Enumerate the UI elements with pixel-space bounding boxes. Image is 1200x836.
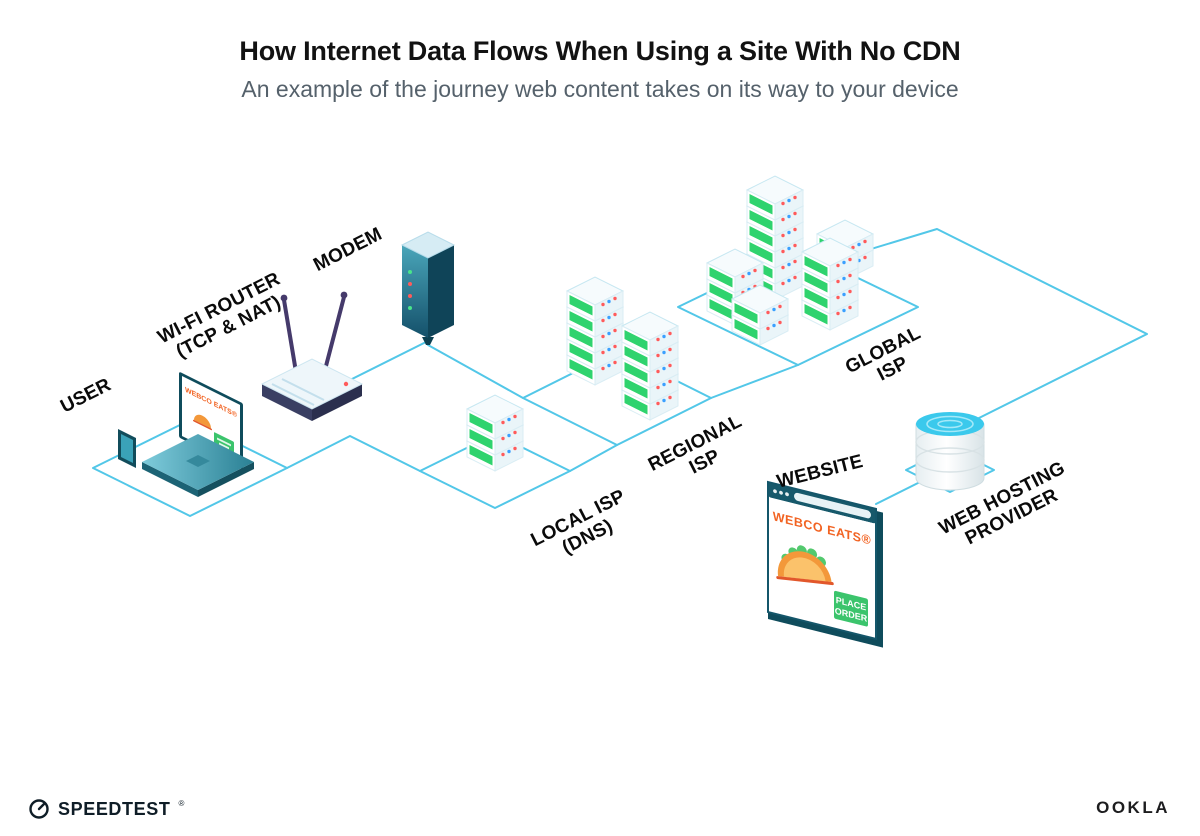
web-hosting-database xyxy=(915,412,985,491)
ookla-logo: OOKLA xyxy=(1096,798,1170,817)
database-top-ring xyxy=(926,415,974,433)
browser-url-bar xyxy=(794,492,871,519)
database-top-ring xyxy=(937,419,963,429)
line-modem-to-regional-isp xyxy=(427,344,524,399)
modem-led-lights xyxy=(408,270,412,310)
browser-outline xyxy=(767,480,877,641)
router-top-detail xyxy=(271,383,315,406)
modem-stand xyxy=(422,337,434,345)
speedtest-gauge-icon xyxy=(29,799,49,819)
speedtest-trademark: ® xyxy=(178,798,185,808)
router-antennas xyxy=(282,295,346,374)
browser-dot xyxy=(785,492,789,497)
router-front-face xyxy=(262,384,312,421)
laptop-order-button xyxy=(214,432,234,455)
line-hosting-to-website xyxy=(875,481,921,505)
website-browser: WEBCO EATS® PLACE ORDER xyxy=(767,480,883,648)
modem-device xyxy=(400,231,456,345)
place-order-button: PLACE ORDER xyxy=(834,590,868,627)
browser-dot xyxy=(773,489,777,494)
local-isp-servers xyxy=(466,394,524,472)
page-title: How Internet Data Flows When Using a Sit… xyxy=(239,36,961,66)
wifi-router-device xyxy=(260,291,364,421)
speedtest-wordmark: SPEEDTEST xyxy=(58,798,171,819)
laptop-screen: WEBCO EATS® xyxy=(179,372,243,469)
line-local-to-regional-isp xyxy=(569,444,618,472)
laptop-base xyxy=(142,434,254,497)
page-subtitle: An example of the journey web content ta… xyxy=(241,76,959,102)
regional-isp-servers xyxy=(566,276,679,421)
modem-side-face xyxy=(428,245,454,338)
antenna-tip xyxy=(340,291,348,299)
line-global-isp-to-hosting xyxy=(837,228,1148,421)
global-isp-servers xyxy=(706,175,874,346)
laptop-taco-icon xyxy=(193,414,212,431)
browser-bottom-edge xyxy=(768,611,883,648)
router-side-face xyxy=(312,384,362,421)
modem-top-face xyxy=(400,231,456,259)
database-segment-line xyxy=(915,447,985,473)
browser-dot xyxy=(779,490,783,495)
router-status-light xyxy=(343,381,349,387)
smartphone xyxy=(118,429,136,468)
line-router-to-modem xyxy=(343,340,429,384)
line-user-to-local-isp xyxy=(286,435,421,472)
speedtest-logo: SPEEDTEST ® xyxy=(28,798,184,820)
line-regional-to-global-isp xyxy=(710,364,799,399)
browser-side-edge xyxy=(876,510,883,646)
antenna-tip xyxy=(280,294,288,302)
modem-front-face xyxy=(402,245,428,338)
database-top xyxy=(916,412,984,436)
router-top-face xyxy=(260,358,364,410)
taco-illustration xyxy=(776,545,834,586)
database-body xyxy=(915,423,985,491)
router-top-detail xyxy=(281,378,325,401)
user-devices: WEBCO EATS® xyxy=(118,372,254,497)
laptop-trackpad xyxy=(186,455,210,467)
